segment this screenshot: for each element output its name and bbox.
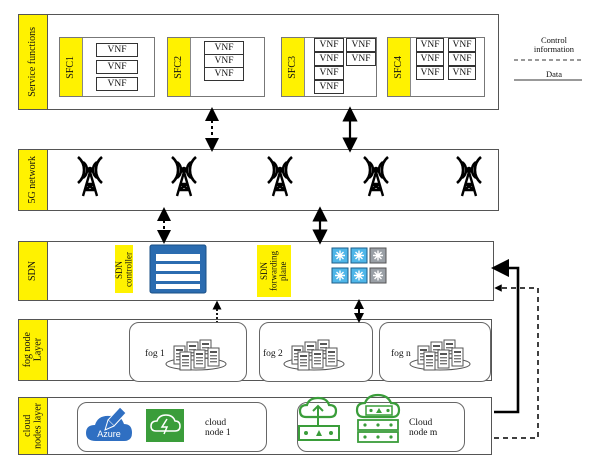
fog-tab: fog node Layer [19, 320, 48, 380]
vnf-box: VNF [448, 52, 476, 66]
tower-icon [362, 155, 390, 198]
cloud-server-icon [298, 396, 340, 441]
sfc3-tab: SFC3 [282, 38, 305, 96]
vnf-box: VNF [416, 52, 444, 66]
cloud-tab: cloud nodes layer [19, 398, 48, 454]
switch-icon [369, 267, 387, 284]
sdn-controller-tag: SDN controller [114, 245, 133, 293]
vnf-box: VNF [314, 80, 344, 94]
tower-icon [76, 155, 104, 198]
azure-label: Azure [97, 429, 121, 439]
sfc1-box: SFC1 VNF VNF VNF [59, 37, 155, 97]
cloud-service-icon [146, 409, 184, 442]
vnf-box: VNF [314, 52, 344, 66]
controller-icon [149, 244, 207, 294]
switch-icon [350, 247, 368, 264]
azure-cloud-icon: Azure [86, 406, 132, 441]
vnf-box: VNF [448, 38, 476, 52]
sfc2-box: SFC2 VNF VNF VNF [167, 37, 265, 97]
vnf-box: VNF [416, 38, 444, 52]
cloud-layer: cloud nodes layer cloud node 1 Cloud nod… [18, 397, 492, 455]
fog-server-icon [284, 340, 344, 370]
vnf-box: VNF [204, 67, 244, 81]
fog-layer: fog node Layer fog 1 fog 2 fog n [18, 319, 492, 382]
vnf-box: VNF [314, 66, 344, 80]
legend-control-label: Control information [533, 35, 575, 55]
fog-1-label: fog 1 [145, 349, 165, 359]
network-5g-tab: 5G network [19, 150, 48, 210]
vnf-box: VNF [96, 77, 138, 91]
fog-server-icon [166, 340, 226, 370]
legend-data-label: Data [545, 69, 563, 79]
switch-icon [331, 247, 349, 264]
tower-icon [170, 155, 198, 198]
sfc3-box: SFC3 VNF VNF VNF VNF VNF VNF [281, 37, 377, 97]
sdn-forwarding-tag: SDN forwarding plane [257, 245, 291, 297]
switch-icon [350, 267, 368, 284]
vnf-box: VNF [96, 60, 138, 74]
fog-2-label: fog 2 [263, 349, 283, 359]
service-functions-layer: Service functions SFC1 VNF VNF VNF SFC2 … [18, 14, 499, 110]
tower-icon [266, 155, 294, 198]
fog-server-icon [410, 340, 470, 370]
cloud-node-1-label: cloud node 1 [205, 418, 231, 439]
vnf-box: VNF [96, 43, 138, 57]
cloud-node-m-label: Cloud node m [409, 418, 438, 439]
cloud-control-connector [494, 284, 539, 439]
switch-icon [331, 267, 349, 284]
sdn-tab: SDN [19, 242, 48, 300]
tower-icon [455, 155, 483, 198]
cloud-server-icon [355, 393, 401, 443]
vnf-box: VNF [314, 38, 344, 52]
service-functions-tab: Service functions [19, 15, 48, 109]
sfc4-tab: SFC4 [388, 38, 411, 96]
vnf-box: VNF [346, 52, 376, 66]
sfc4-box: SFC4 VNF VNF VNF VNF VNF VNF [387, 37, 485, 97]
vnf-box: VNF [448, 66, 476, 80]
vnf-box: VNF [346, 38, 376, 52]
sfc2-tab: SFC2 [168, 38, 191, 96]
switch-icon [369, 247, 387, 264]
sdn-layer: SDN SDN controller SDN forwarding plane [18, 241, 494, 301]
sfc1-tab: SFC1 [60, 38, 83, 96]
fog-n-label: fog n [391, 349, 411, 359]
vnf-box: VNF [416, 66, 444, 80]
cloud-data-connector [490, 258, 520, 414]
